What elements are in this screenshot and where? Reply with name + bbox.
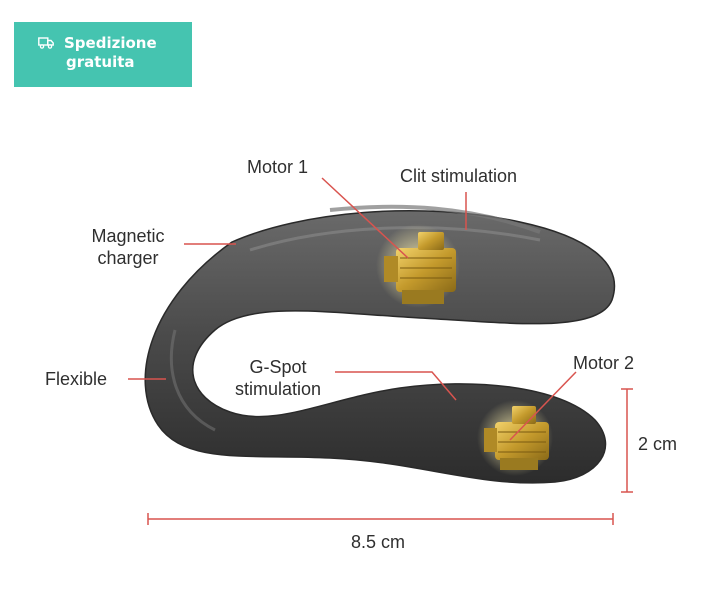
label-gspot-line-2: stimulation [234,379,322,399]
motor-2-graphic [477,400,553,476]
badge-line-1: Spedizione [64,34,157,52]
label-motor-2: Motor 2 [573,353,635,373]
free-shipping-badge: Spedizione gratuita [14,22,192,87]
label-magnetic-line-1: Magnetic [91,226,165,246]
label-gspot-stimulation: G-Spot stimulation [223,356,333,400]
label-gspot-line-1: G-Spot [249,357,307,377]
callout-lines [128,177,633,525]
motor-1-graphic [376,224,460,308]
truck-icon [38,37,54,49]
label-height-2cm: 2 cm [638,434,678,454]
label-magnetic-line-2: charger [97,248,159,268]
label-clit-stimulation: Clit stimulation [400,166,518,186]
label-flexible: Flexible [45,369,108,389]
label-magnetic-charger: Magnetic charger [82,225,174,269]
badge-line-2: gratuita [66,53,135,71]
label-width-85cm: 8.5 cm [351,532,406,552]
label-motor-1: Motor 1 [247,157,309,177]
